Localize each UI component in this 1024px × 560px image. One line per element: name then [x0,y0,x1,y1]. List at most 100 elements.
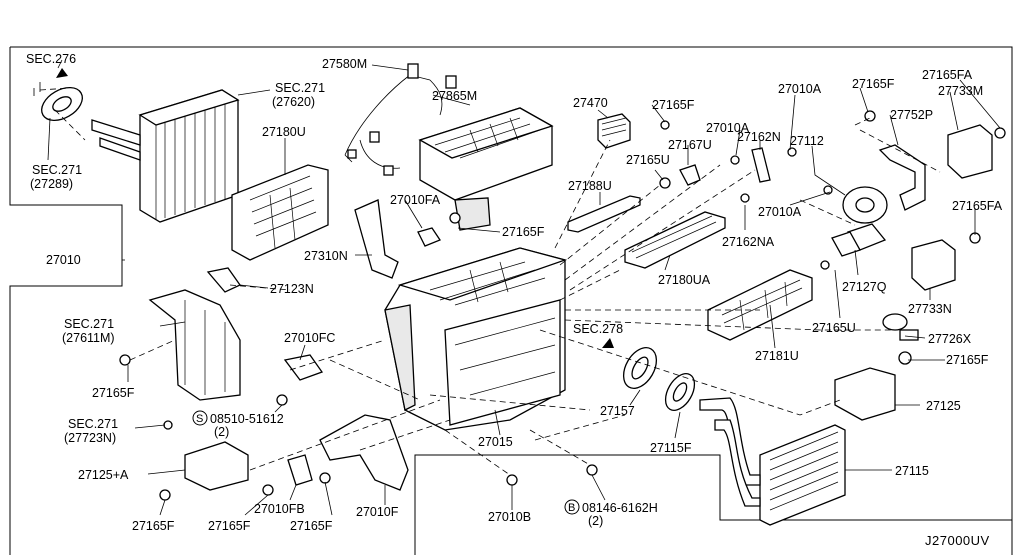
label-leaders [47,64,1001,516]
label-27127Q: 27127Q [842,280,887,294]
label-08510-qty: (2) [214,425,229,439]
label-27165F-f: 27165F [132,519,175,533]
seal-27188U [567,195,641,233]
seal-27115F [664,373,696,411]
label-27181U: 27181U [755,349,799,363]
part-labels: SEC.276 SEC.271 (27620) SEC.271 (27289) … [26,52,1003,548]
label-27289: (27289) [30,177,73,191]
label-27115F: 27115F [650,441,692,455]
label-27726X: 27726X [928,332,972,346]
duct-27010F [319,414,409,491]
dashed-guides [39,87,941,476]
actuator-27733N [911,239,956,291]
label-27162NA: 27162NA [722,235,775,249]
label-27865M: 27865M [432,89,477,103]
label-27188U: 27188U [568,179,612,193]
label-sec271-27620: SEC.271 [275,81,325,95]
label-27010F: 27010F [356,505,399,519]
label-27015: 27015 [478,435,513,449]
label-27125: 27125 [926,399,961,413]
label-27165FA-b: 27165FA [952,199,1003,213]
label-27010: 27010 [46,253,81,267]
label-27010FA: 27010FA [390,193,441,207]
label-27123N: 27123N [270,282,314,296]
label-27112: 27112 [790,134,824,148]
label-27470: 27470 [573,96,608,110]
label-27157: 27157 [600,404,635,418]
wire-harness-27580M [344,63,457,176]
link-27162N [751,147,771,183]
label-08510-51612: 08510-51612 [210,412,284,426]
bracket-27752P [878,144,926,211]
circle-b-label: B [568,502,575,514]
heater-unit-case [384,247,568,431]
label-27010FB: 27010FB [254,502,305,516]
label-27165U-b: 27165U [812,321,856,335]
label-27752P: 27752P [890,108,933,122]
label-27165F-a: 27165F [652,98,695,112]
link-27127Q [831,231,861,257]
filter-27180UA [624,211,726,269]
upper-case-27865M [418,107,554,231]
heater-core-27115 [699,397,846,526]
label-27165F-g: 27165F [208,519,251,533]
label-27125A: 27125+A [78,468,129,482]
label-27165F-d: 27165F [946,353,989,367]
label-27165U-a: 27165U [626,153,670,167]
bolt-08510-callout: S 08510-51612 (2) [192,410,284,439]
label-27010A-a: 27010A [778,82,822,96]
blower-motor-27112 [842,186,888,251]
label-sec271-27723N: SEC.271 [68,417,118,431]
label-27733N: 27733N [908,302,952,316]
label-27723N: (27723N) [64,431,116,445]
arrow-icon [602,338,614,348]
connector-27010FA [417,227,441,247]
label-sec276-top: SEC.276 [26,52,76,66]
filter-27180U [231,164,329,261]
evaporator [91,89,240,223]
label-27165F-c: 27165F [502,225,545,239]
label-08146-qty: (2) [588,514,603,528]
bracket-27010FB [287,454,313,486]
link-27167U [679,164,701,186]
label-27180UA: 27180UA [658,273,711,287]
label-27162N: 27162N [737,130,781,144]
label-27165F-h: 27165F [290,519,333,533]
assembly-frame [9,46,1013,555]
label-27310N: 27310N [304,249,348,263]
label-sec271-27611M: SEC.271 [64,317,114,331]
circle-s-label: S [196,413,203,425]
label-27165F-e: 27165F [92,386,135,400]
label-27611M: (27611M) [62,331,115,345]
actuator-27470 [597,113,631,149]
grille-27181U [707,269,813,341]
label-27580M: 27580M [322,57,367,71]
label-27010FC: 27010FC [284,331,335,345]
label-27165FA-a: 27165FA [922,68,973,82]
label-27010A-c: 27010A [758,205,802,219]
bracket-27125A [184,441,249,491]
expansion-valve-plate [33,59,83,122]
label-27733M: 27733M [938,84,983,98]
label-27165F-b: 27165F [852,77,895,91]
label-27115: 27115 [895,464,929,478]
diagram-code: J27000UV [925,533,990,548]
arrow-up-icon [56,68,68,78]
label-sec271-27289: SEC.271 [32,163,82,177]
label-27620: (27620) [272,95,315,109]
bolt-08146-callout: B 08146-6162H (2) [564,499,658,528]
duct-27310N [354,199,399,279]
bracket-27010FC [283,354,324,381]
bracket-27123N [206,267,241,293]
seal-27157 [602,338,658,389]
label-08146-6162H: 08146-6162H [582,501,658,515]
label-27010A-b: 27010A [706,121,750,135]
bracket-27125 [834,367,896,421]
label-27010B: 27010B [488,510,531,524]
label-27180U: 27180U [262,125,306,139]
label-sec278: SEC.278 [573,322,623,336]
label-27167U: 27167U [668,138,712,152]
resistor-27726X [882,313,919,341]
actuator-27733M [947,124,993,179]
